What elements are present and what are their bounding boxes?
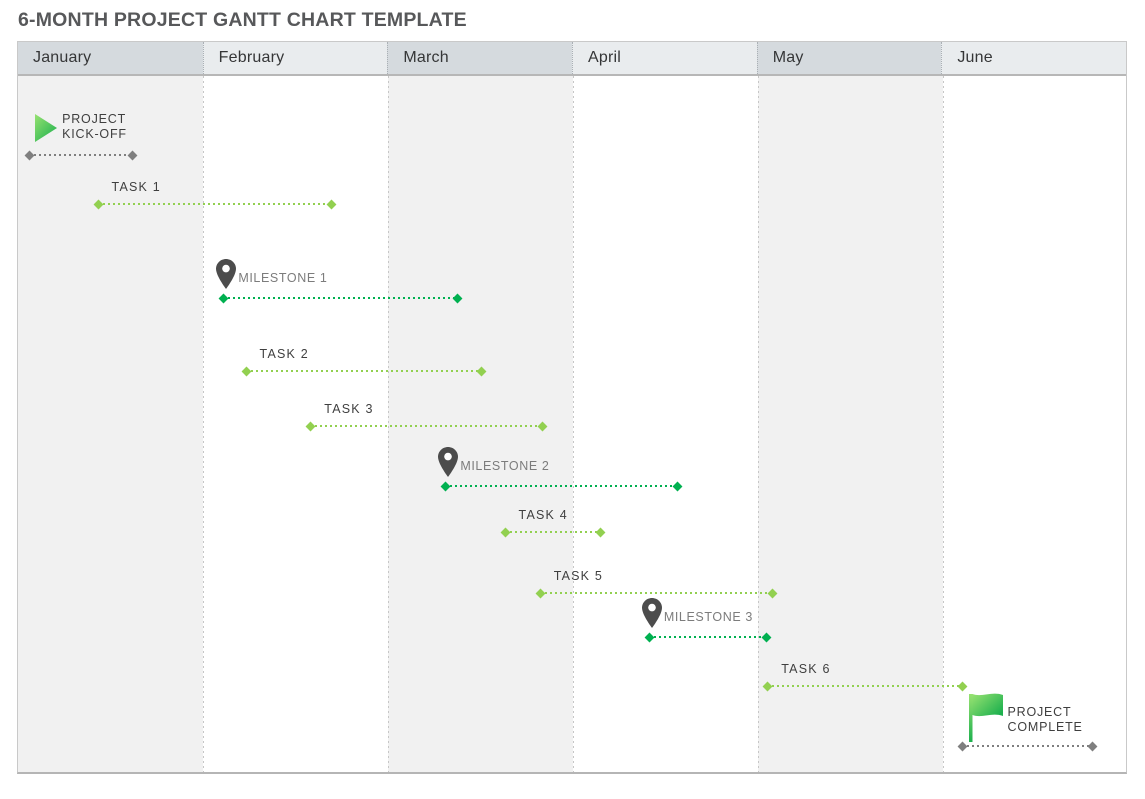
column-background-may xyxy=(758,76,943,772)
column-separator xyxy=(388,76,389,772)
column-background-june xyxy=(943,76,1126,772)
month-label: April xyxy=(588,49,622,66)
gantt-item-milestone-2: MILESTONE 2 xyxy=(18,76,1126,772)
duration-line xyxy=(305,421,548,431)
task-label: TASK 2 xyxy=(259,347,309,361)
diamond-endpoint xyxy=(1087,741,1098,751)
milestone-label: MILESTONE 3 xyxy=(663,610,753,624)
gantt-item-task-1: TASK 1 xyxy=(18,76,1126,772)
duration-line xyxy=(762,681,968,691)
flag-icon xyxy=(968,693,1005,743)
task-label: TASK 5 xyxy=(553,569,604,583)
column-separator xyxy=(573,76,574,772)
month-header-february: February xyxy=(202,42,388,74)
duration-line xyxy=(644,632,772,642)
task-label: TASK 1 xyxy=(111,180,161,194)
event-label: PROJECT KICK-OFF xyxy=(62,112,127,141)
gantt-item-task-3: TASK 3 xyxy=(18,76,1126,772)
task-label: TASK 3 xyxy=(324,402,374,416)
milestone-label: MILESTONE 1 xyxy=(238,271,328,285)
duration-line xyxy=(24,150,138,160)
map-pin-icon xyxy=(438,447,459,477)
gantt-item-task-5: TASK 5 xyxy=(18,76,1126,772)
month-label: June xyxy=(957,49,993,66)
gantt-item-task-6: TASK 6 xyxy=(18,76,1126,772)
duration-line xyxy=(440,481,683,491)
duration-line xyxy=(93,199,337,209)
month-label: May xyxy=(772,49,804,66)
month-header-june: June xyxy=(941,42,1127,74)
milestone-label: MILESTONE 2 xyxy=(460,459,550,473)
diamond-endpoint xyxy=(957,741,967,751)
gantt-item-project-complete: PROJECT COMPLETE xyxy=(18,76,1126,772)
month-label: January xyxy=(33,49,92,66)
task-label: TASK 4 xyxy=(518,508,568,522)
duration-line xyxy=(957,741,1098,751)
gantt-item-task-2: TASK 2 xyxy=(18,76,1126,772)
page-title: 6-MONTH PROJECT GANTT CHART TEMPLATE xyxy=(18,9,467,31)
column-background-april xyxy=(573,76,758,772)
gantt-chart: January February March April May June PROJECT… xyxy=(17,41,1127,774)
column-separator xyxy=(943,76,944,772)
month-header-april: April xyxy=(572,42,757,74)
gantt-item-milestone-3: MILESTONE 3 xyxy=(18,76,1126,772)
month-label: February xyxy=(218,49,285,66)
month-label: March xyxy=(403,49,449,66)
gantt-item-task-4: TASK 4 xyxy=(18,76,1126,772)
play-triangle-icon xyxy=(34,114,58,142)
task-label: TASK 6 xyxy=(781,662,831,676)
duration-line xyxy=(500,527,606,537)
column-separator xyxy=(758,76,759,772)
duration-line xyxy=(241,366,487,376)
column-separator xyxy=(203,76,204,772)
event-label: PROJECT COMPLETE xyxy=(1007,705,1083,734)
month-header-row: January February March April May June xyxy=(18,42,1127,76)
map-pin-icon xyxy=(216,259,237,289)
map-pin-icon xyxy=(641,598,662,628)
duration-line xyxy=(535,588,778,598)
gantt-item-milestone-1: MILESTONE 1 xyxy=(18,76,1126,772)
month-header-may: May xyxy=(756,42,942,74)
column-background-february xyxy=(203,76,388,772)
gantt-item-project-kick-off: PROJECT KICK-OFF xyxy=(18,76,1126,772)
gantt-grid: PROJECT KICK-OFF TASK 1 MILESTONE 1 TASK 2 T… xyxy=(18,76,1126,772)
duration-line xyxy=(218,293,463,303)
month-header-march: March xyxy=(387,42,573,74)
column-background-january xyxy=(18,76,203,772)
month-header-january: January xyxy=(18,42,203,74)
